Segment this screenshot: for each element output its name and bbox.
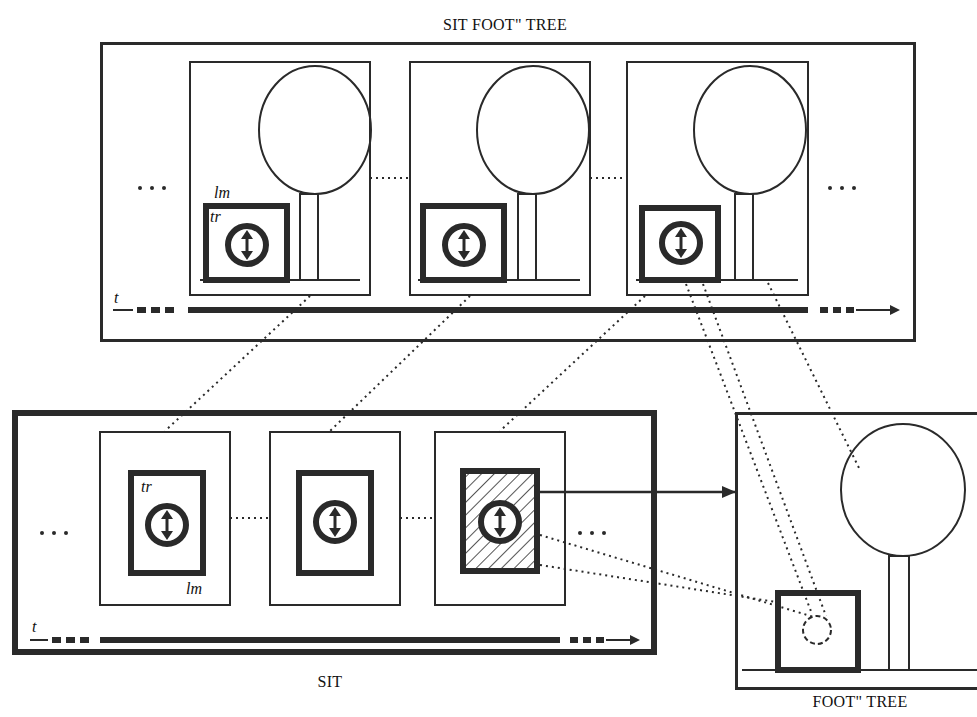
sit-box: SIT: [12, 410, 657, 655]
time-axis-label: t: [114, 290, 118, 306]
sit-frames: [100, 432, 565, 605]
foot-tree-box: FOOT" TREE: [735, 412, 977, 690]
top-frames: [190, 62, 808, 295]
tr-lm-figures: [206, 206, 718, 280]
label-slot: FOOT" TREE: [812, 693, 907, 711]
sit-figures: [131, 471, 537, 573]
time-axis-label: t: [32, 619, 36, 635]
label-slot: SIT FOOT" TREE: [443, 16, 567, 34]
frame-heading: SIT: [318, 673, 343, 691]
label-slot: t: [32, 618, 36, 636]
top-timeline: [113, 186, 898, 310]
correspondence-lines: [165, 283, 860, 617]
label-slot: SIT: [318, 673, 343, 691]
sit-timeline: [30, 531, 638, 640]
label-slot: tr: [141, 478, 152, 496]
label-slot: t: [114, 289, 118, 307]
label-slot: lm: [186, 580, 202, 598]
tree-figures: [200, 66, 806, 280]
landmark-label: lm: [214, 185, 230, 201]
trajector-label: tr: [141, 479, 152, 495]
mapping-arrow: [657, 491, 735, 494]
frame-heading: FOOT" TREE: [812, 693, 907, 711]
landmark-label: lm: [186, 581, 202, 597]
label-slot: tr: [210, 208, 221, 226]
arrow-stem: [540, 491, 652, 494]
trajector-label: tr: [210, 209, 221, 225]
foot-tree-figure: [742, 424, 977, 670]
label-slot: lm: [214, 184, 230, 202]
frame-heading: SIT FOOT" TREE: [443, 16, 567, 34]
